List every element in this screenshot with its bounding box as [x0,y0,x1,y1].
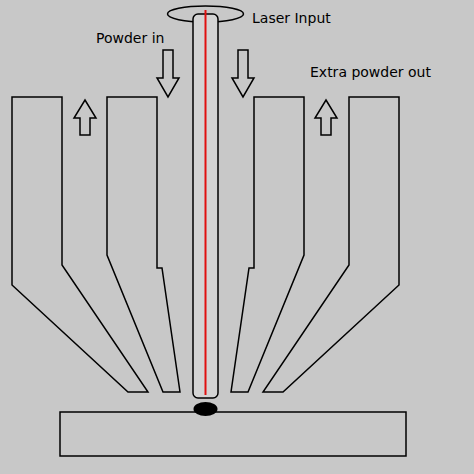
powder-in-arrow [232,50,254,97]
label: Powder in [96,30,164,47]
melt-pool [194,402,218,416]
outer-wall-right [263,97,399,392]
outer-wall-left [12,97,148,392]
substrate [60,412,406,456]
middle-wall-left [107,97,180,392]
powder-in-arrow [157,50,179,97]
label: Laser Input [252,10,331,27]
powder-out-arrow [74,100,96,135]
laser-beam [205,10,207,395]
powder-out-arrow [315,100,337,135]
middle-wall-right [231,97,304,392]
label: Extra powder out [310,64,431,81]
